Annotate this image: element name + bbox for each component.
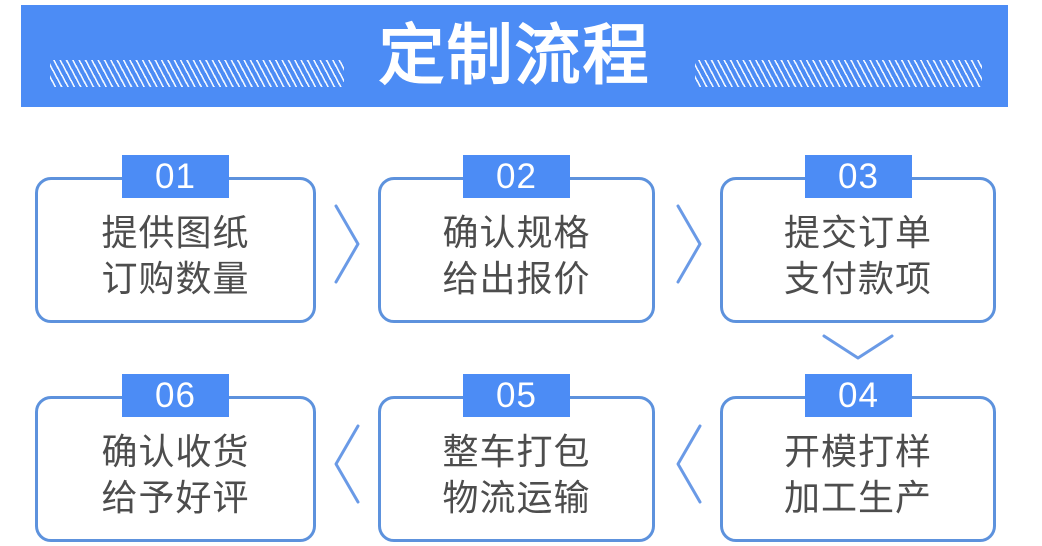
- hatch-stripes-left-icon: [50, 60, 344, 87]
- flow-step-03: 提交订单 支付款项: [720, 177, 996, 323]
- flow-step-04-number-badge: 04: [805, 374, 912, 417]
- flow-step-06: 确认收货 给予好评: [35, 396, 316, 542]
- flow-step-06-text: 确认收货 给予好评: [38, 399, 313, 539]
- chevron-left-icon: [672, 422, 706, 506]
- flow-step-06-line1: 确认收货: [101, 432, 250, 474]
- flow-step-05-number-badge: 05: [463, 374, 570, 417]
- flow-step-01-line1: 提供图纸: [101, 213, 250, 255]
- chevron-right-icon: [330, 202, 364, 286]
- flow-step-04: 开模打样 加工生产: [720, 396, 996, 542]
- flow-step-05-text: 整车打包 物流运输: [381, 399, 652, 539]
- flow-step-03-line2: 支付款项: [783, 259, 932, 300]
- chevron-down-icon: [820, 332, 896, 364]
- flow-step-01: 提供图纸 订购数量: [35, 177, 316, 323]
- flow-step-05: 整车打包 物流运输: [378, 396, 655, 542]
- chevron-left-icon: [330, 422, 364, 506]
- flow-step-03-line1: 提交订单: [783, 213, 932, 255]
- flow-step-01-number-badge: 01: [122, 155, 229, 198]
- flow-step-03-text: 提交订单 支付款项: [723, 180, 993, 320]
- flow-step-05-line2: 物流运输: [442, 478, 591, 519]
- chevron-right-icon: [672, 202, 706, 286]
- hatch-stripes-right-icon: [695, 60, 982, 87]
- flow-step-02-line2: 给出报价: [442, 259, 591, 300]
- flow-step-03-number-badge: 03: [805, 155, 912, 198]
- flow-step-05-line1: 整车打包: [442, 432, 591, 474]
- flow-step-02-text: 确认规格 给出报价: [381, 180, 652, 320]
- flow-step-04-text: 开模打样 加工生产: [723, 399, 993, 539]
- flow-step-01-text: 提供图纸 订购数量: [38, 180, 313, 320]
- page-title: 定制流程: [378, 17, 651, 94]
- flow-step-06-number-badge: 06: [122, 374, 229, 417]
- flow-step-04-line1: 开模打样: [783, 432, 932, 474]
- flow-step-04-line2: 加工生产: [783, 478, 932, 519]
- header-banner: 定制流程: [21, 5, 1008, 107]
- flow-step-02-line1: 确认规格: [442, 213, 591, 255]
- flow-step-06-line2: 给予好评: [101, 478, 250, 519]
- flow-step-02: 确认规格 给出报价: [378, 177, 655, 323]
- flow-step-02-number-badge: 02: [463, 155, 570, 198]
- flow-step-01-line2: 订购数量: [101, 259, 250, 300]
